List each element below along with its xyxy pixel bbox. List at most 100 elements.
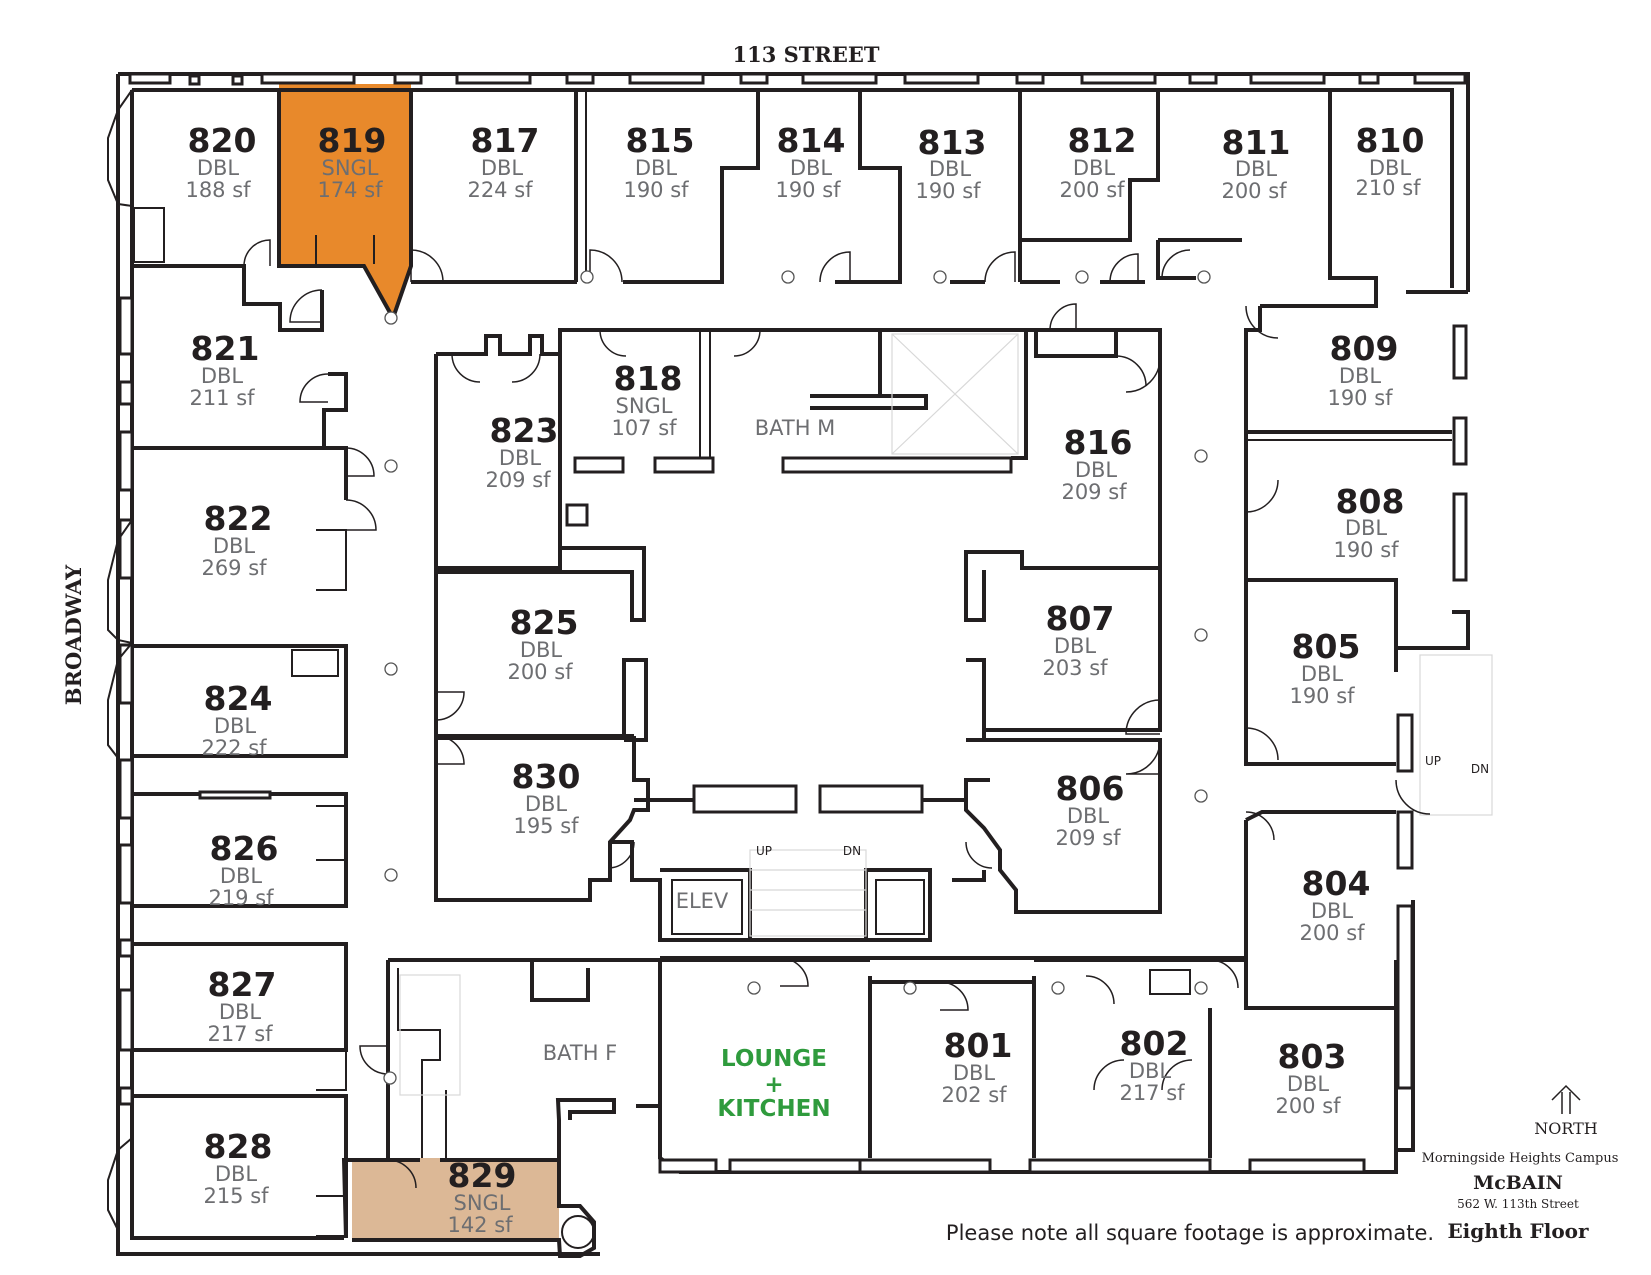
stair-up-center: UP (756, 844, 772, 858)
room-area: 190 sf (623, 178, 689, 202)
room-type: SNGL (453, 1191, 510, 1215)
room-type: DBL (1129, 1059, 1172, 1083)
room-number: 817 (471, 121, 540, 160)
room-812: 812 DBL 200 sf (1059, 121, 1136, 202)
room-number: 830 (512, 757, 581, 796)
room-821: 821 DBL 211 sf (189, 329, 259, 410)
room-area: 209 sf (1055, 826, 1121, 850)
room-830: 830 DBL 195 sf (512, 757, 581, 838)
room-802: 802 DBL 217 sf (1119, 1024, 1188, 1105)
room-type: DBL (1075, 458, 1118, 482)
room-area: 190 sf (915, 179, 981, 203)
north-room-walls (132, 90, 1378, 332)
room-type: DBL (1054, 634, 1097, 658)
room-area: 188 sf (185, 178, 251, 202)
room-number: 823 (490, 411, 559, 450)
room-809: 809 DBL 190 sf (1327, 329, 1398, 410)
room-808: 808 DBL 190 sf (1333, 482, 1404, 562)
room-area: 107 sf (611, 416, 677, 440)
room-number: 820 (188, 121, 257, 160)
room-826: 826 DBL 219 sf (208, 829, 278, 910)
room-810: 810 DBL 210 sf (1355, 121, 1424, 200)
room-area: 222 sf (201, 736, 267, 760)
room-area: 200 sf (507, 660, 573, 684)
street-label-north: 113 STREET (732, 42, 879, 67)
bath-m-label: BATH M (755, 416, 836, 440)
east-room-walls (660, 306, 1452, 1158)
room-number: 822 (204, 499, 273, 538)
elevator-label: ELEV (676, 889, 729, 913)
room-827: 827 DBL 217 sf (207, 965, 276, 1046)
room-type: DBL (197, 156, 240, 180)
room-area: 190 sf (1289, 684, 1355, 708)
room-area: 211 sf (189, 386, 255, 410)
room-811: 811 DBL 200 sf (1221, 123, 1290, 203)
room-817: 817 DBL 224 sf (467, 121, 539, 202)
room-number: 810 (1356, 121, 1425, 160)
room-number: 818 (614, 359, 683, 398)
room-area: 190 sf (1333, 538, 1399, 562)
room-819: 819 SNGL 174 sf (317, 121, 386, 202)
room-number: 815 (626, 121, 695, 160)
room-area: 200 sf (1299, 921, 1365, 945)
room-area: 200 sf (1221, 179, 1287, 203)
room-type: DBL (1287, 1072, 1330, 1096)
room-type: DBL (481, 156, 524, 180)
room-number: 808 (1336, 482, 1405, 521)
room-type: SNGL (321, 156, 378, 180)
room-819-highlight (279, 84, 411, 264)
room-area: 195 sf (513, 814, 579, 838)
room-type: DBL (1301, 662, 1344, 686)
room-area: 209 sf (485, 468, 551, 492)
room-number: 806 (1056, 769, 1125, 808)
room-818: 818 SNGL 107 sf (611, 359, 682, 440)
room-type: DBL (790, 156, 833, 180)
stair-up-east: UP (1425, 754, 1441, 768)
room-type: DBL (525, 792, 568, 816)
room-area: 217 sf (1119, 1081, 1185, 1105)
room-number: 828 (204, 1127, 273, 1166)
room-824: 824 DBL 222 sf (201, 679, 272, 760)
ghost-lines (399, 333, 1493, 1096)
north-arrow-icon (1551, 1084, 1581, 1114)
room-type: DBL (1311, 899, 1354, 923)
north-label: NORTH (1534, 1119, 1598, 1138)
room-area: 200 sf (1059, 178, 1125, 202)
room-area: 217 sf (207, 1022, 273, 1046)
room-type: DBL (1345, 516, 1388, 540)
room-number: 827 (208, 965, 277, 1004)
room-number: 802 (1120, 1024, 1189, 1063)
room-number: 811 (1222, 123, 1291, 162)
building-label: McBAIN (1473, 1172, 1563, 1194)
room-type: DBL (220, 864, 263, 888)
room-number: 801 (944, 1026, 1013, 1065)
room-814: 814 DBL 190 sf (775, 121, 845, 202)
bath-f-label: BATH F (543, 1041, 618, 1065)
room-806: 806 DBL 209 sf (1055, 769, 1124, 850)
room-number: 804 (1302, 864, 1371, 903)
room-type: DBL (635, 156, 678, 180)
room-815: 815 DBL 190 sf (623, 121, 694, 202)
room-area: 200 sf (1275, 1094, 1341, 1118)
room-number: 805 (1292, 627, 1361, 666)
room-type: DBL (953, 1061, 996, 1085)
room-813: 813 DBL 190 sf (915, 123, 986, 203)
lounge-label-line3: KITCHEN (717, 1096, 830, 1122)
room-number: 816 (1064, 423, 1133, 462)
floor-label: Eighth Floor (1447, 1219, 1589, 1243)
columns (383, 270, 1211, 1085)
lounge-label-line2: + (764, 1072, 783, 1098)
room-area: 209 sf (1061, 480, 1127, 504)
room-number: 807 (1046, 599, 1115, 638)
room-number: 809 (1330, 329, 1399, 368)
windows (118, 72, 1468, 1174)
room-816: 816 DBL 209 sf (1061, 423, 1132, 504)
room-829: 829 SNGL 142 sf (447, 1156, 516, 1237)
room-number: 829 (448, 1156, 517, 1195)
bay-windows (107, 89, 133, 1231)
legend: NORTH Morningside Heights Campus McBAIN … (1422, 1084, 1618, 1243)
room-area: 224 sf (467, 178, 533, 202)
street-label-west: BROADWAY (61, 564, 86, 705)
room-type: SNGL (615, 394, 672, 418)
